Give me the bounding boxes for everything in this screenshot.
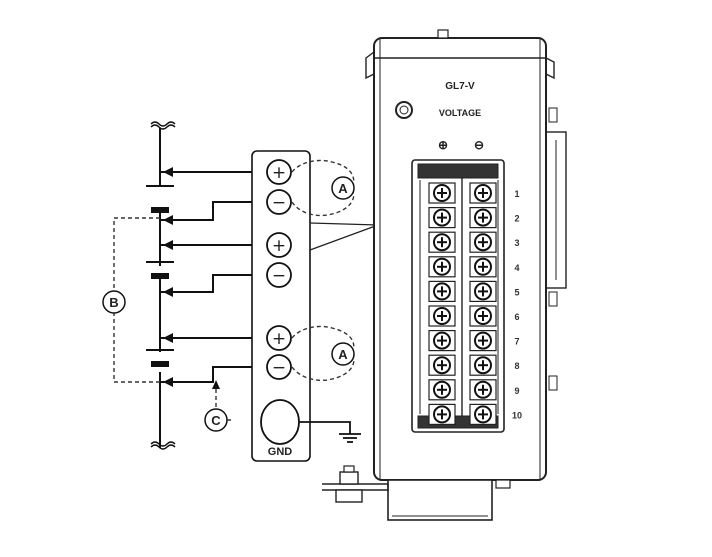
callout-c-arrow bbox=[212, 380, 220, 389]
terminal-screw-10-minus bbox=[469, 403, 497, 425]
battery-cell-1 bbox=[146, 185, 174, 213]
zoom-leader-lines bbox=[309, 222, 379, 251]
callout-b-label: B bbox=[109, 295, 118, 310]
callout-c: C bbox=[204, 408, 228, 432]
terminal-screw-8-plus bbox=[428, 354, 456, 376]
terminal-minus-3-label: − bbox=[272, 358, 286, 378]
terminal-plus-1-label: + bbox=[272, 163, 286, 183]
terminal-row-number: 8 bbox=[514, 361, 519, 371]
terminal-screw-5-plus bbox=[428, 280, 456, 302]
terminal-screw-7-minus bbox=[469, 330, 497, 352]
terminal-screw-7-plus bbox=[428, 330, 456, 352]
terminal-row-number: 10 bbox=[512, 410, 522, 420]
break-marks bbox=[150, 121, 176, 450]
terminal-minus-1-label: − bbox=[272, 193, 286, 213]
terminal-plus-2-label: + bbox=[272, 236, 286, 256]
terminal-row-number: 3 bbox=[514, 238, 519, 248]
terminal-screw-6-minus bbox=[469, 305, 497, 327]
terminal-row-number: 4 bbox=[514, 263, 519, 273]
terminal-row-number: 5 bbox=[514, 287, 519, 297]
terminal-plus-3: + bbox=[266, 325, 292, 351]
terminal-screws bbox=[428, 182, 497, 425]
terminal-plus-2: + bbox=[266, 232, 292, 258]
terminal-minus-1: − bbox=[266, 189, 292, 215]
terminal-screw-1-plus bbox=[428, 182, 456, 204]
battery-cell-3 bbox=[146, 349, 174, 367]
battery-cell-2 bbox=[146, 261, 174, 279]
terminal-screw-2-plus bbox=[428, 207, 456, 229]
terminal-screw-10-plus bbox=[428, 403, 456, 425]
callout-a-top-label: A bbox=[338, 181, 348, 196]
callout-a-bottom: A bbox=[331, 342, 355, 366]
terminal-plus-1: + bbox=[266, 159, 292, 185]
terminal-row-number: 2 bbox=[514, 214, 519, 224]
terminal-minus-2: − bbox=[266, 262, 292, 288]
polarity-minus-icon: ⊖ bbox=[474, 138, 484, 152]
terminal-screw-2-minus bbox=[469, 207, 497, 229]
terminal-screw-9-plus bbox=[428, 379, 456, 401]
device-model: GL7-V bbox=[445, 81, 475, 92]
callout-b: B bbox=[102, 290, 126, 314]
sense-wires bbox=[160, 171, 263, 383]
polarity-plus-icon: ⊕ bbox=[438, 138, 448, 152]
terminal-row-number: 7 bbox=[514, 337, 519, 347]
terminal-screw-3-minus bbox=[469, 231, 497, 253]
terminal-screw-8-minus bbox=[469, 354, 497, 376]
terminal-row-numbers: 1 2 3 4 5 6 7 8 9 10 bbox=[512, 189, 522, 420]
gnd-label: GND bbox=[268, 446, 293, 458]
terminal-minus-3: − bbox=[266, 354, 292, 380]
callout-c-label: C bbox=[211, 413, 221, 428]
terminal-screw-1-minus bbox=[469, 182, 497, 204]
terminal-screw-9-minus bbox=[469, 379, 497, 401]
terminal-panel bbox=[251, 150, 311, 462]
callout-a-top-loop bbox=[291, 159, 355, 217]
terminal-screw-4-minus bbox=[469, 256, 497, 278]
wire-arrowheads bbox=[163, 167, 173, 387]
ground-symbol bbox=[299, 421, 361, 443]
terminal-row-number: 9 bbox=[514, 386, 519, 396]
callout-a-top: A bbox=[331, 176, 355, 200]
gnd-terminal bbox=[260, 399, 300, 445]
terminal-minus-2-label: − bbox=[272, 266, 286, 286]
terminal-row-number: 1 bbox=[514, 189, 519, 199]
terminal-row-number: 6 bbox=[514, 312, 519, 322]
terminal-screw-5-minus bbox=[469, 280, 497, 302]
callout-a-bottom-loop bbox=[291, 325, 355, 382]
terminal-screw-4-plus bbox=[428, 256, 456, 278]
terminal-screw-6-plus bbox=[428, 305, 456, 327]
terminal-screw-3-plus bbox=[428, 231, 456, 253]
callout-a-bottom-label: A bbox=[338, 347, 348, 362]
terminal-plus-3-label: + bbox=[272, 329, 286, 349]
device-module-label: VOLTAGE bbox=[439, 108, 481, 118]
